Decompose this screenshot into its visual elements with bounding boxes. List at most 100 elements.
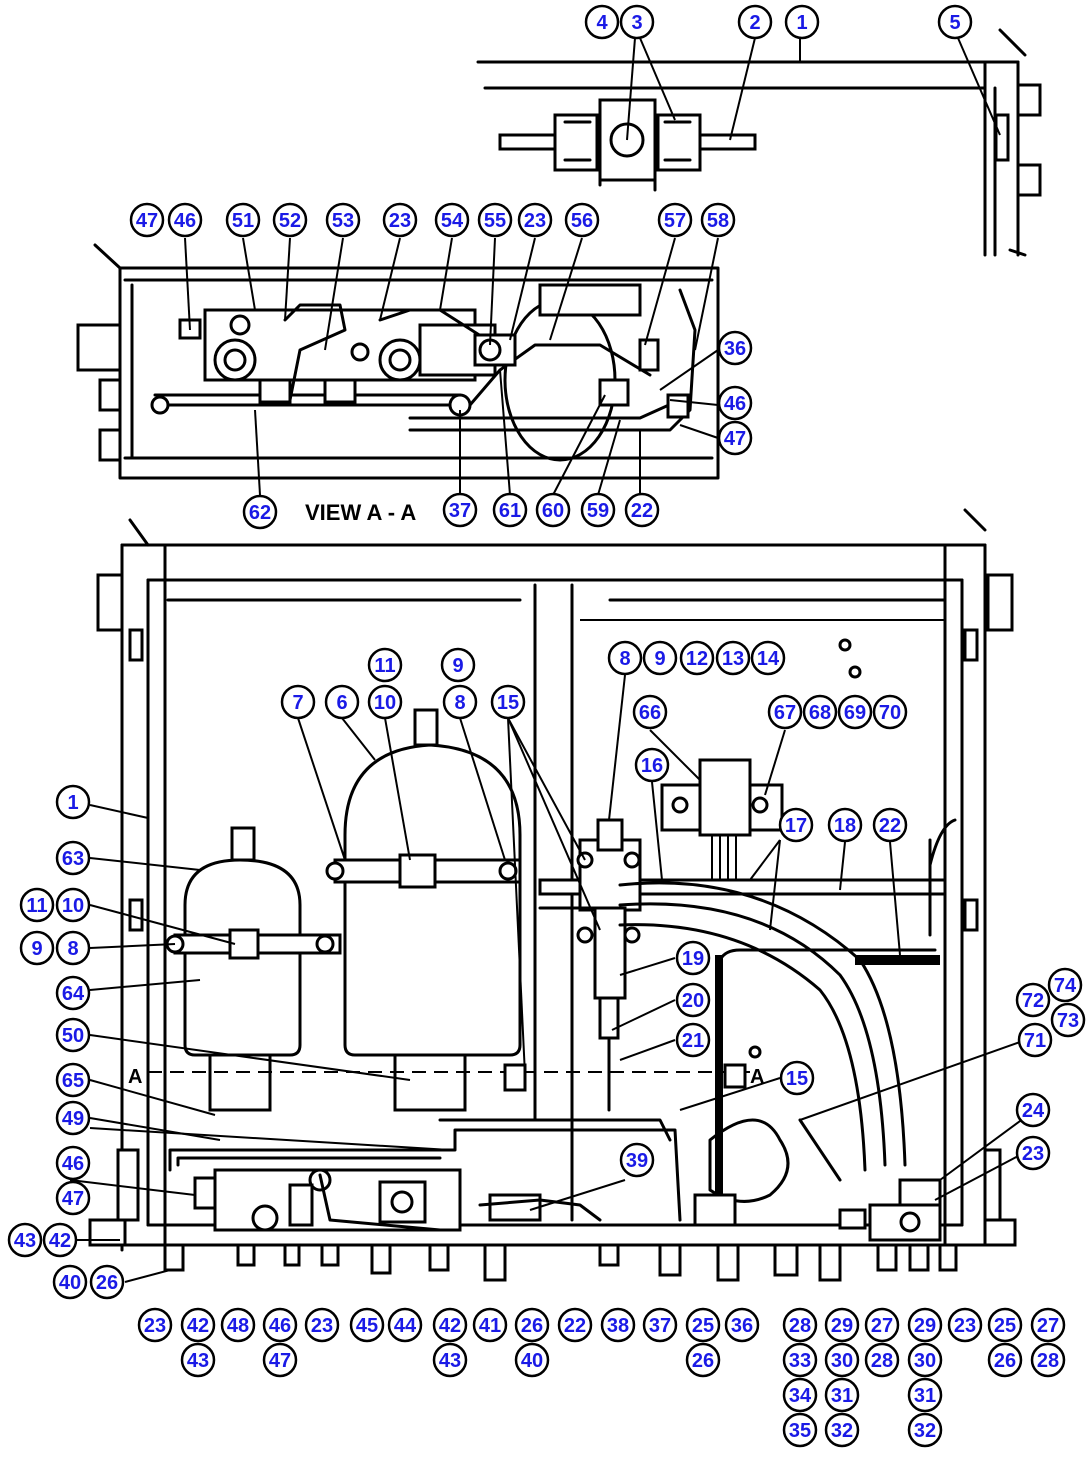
callout-balloon: [632, 694, 668, 730]
callout-number: 44: [394, 1315, 417, 1337]
callout-number: 48: [227, 1315, 249, 1337]
callout-number: 31: [831, 1385, 853, 1407]
callout-number: 47: [62, 1188, 84, 1210]
callout-balloon: [782, 1342, 818, 1378]
callout-number: 37: [649, 1315, 671, 1337]
callout-number: 18: [834, 815, 856, 837]
callout-balloon: [349, 1307, 385, 1343]
callout-balloon: [642, 640, 678, 676]
callout-23: 23: [1015, 1135, 1051, 1171]
callout-balloon: [837, 694, 873, 730]
callout-number: 22: [879, 815, 901, 837]
callout-62: 62: [242, 494, 278, 530]
callout-number: 22: [564, 1315, 586, 1337]
callout-balloon: [1030, 1307, 1066, 1343]
callout-number: 6: [336, 692, 347, 714]
callout-number: 50: [62, 1025, 84, 1047]
callout-7: 7: [280, 684, 316, 720]
callout-47: 47: [717, 420, 753, 456]
callout-20: 20: [675, 982, 711, 1018]
callout-balloon: [907, 1307, 943, 1343]
callout-number: 17: [785, 815, 807, 837]
callout-number: 16: [641, 755, 663, 777]
callout-number: 10: [374, 692, 396, 714]
callout-balloon: [824, 1412, 860, 1448]
callout-balloon: [737, 4, 773, 40]
callout-balloon: [55, 1145, 91, 1181]
callout-40: 40: [52, 1264, 88, 1300]
callout-21: 21: [675, 1022, 711, 1058]
callout-number: 47: [724, 428, 746, 450]
callout-70: 70: [872, 694, 908, 730]
callout-59: 59: [580, 492, 616, 528]
callout-balloon: [685, 1307, 721, 1343]
main-view: [88, 508, 1017, 1282]
callout-61: 61: [492, 492, 528, 528]
callout-number: 36: [731, 1315, 753, 1337]
callout-46: 46: [262, 1307, 298, 1343]
callout-balloon: [907, 1377, 943, 1413]
callout-58: 58: [700, 202, 736, 238]
callout-number: 64: [62, 983, 85, 1005]
callout-13: 13: [715, 640, 751, 676]
callout-22: 22: [624, 492, 660, 528]
view-label: VIEW A - A: [305, 500, 416, 525]
callout-number: 8: [619, 648, 630, 670]
callout-number: 11: [26, 895, 47, 917]
callout-balloon: [715, 640, 751, 676]
callout-56: 56: [564, 202, 600, 238]
callout-number: 26: [521, 1315, 543, 1337]
callout-30: 30: [824, 1342, 860, 1378]
callout-number: 32: [831, 1420, 853, 1442]
callout-number: 47: [136, 210, 158, 232]
callout-number: 10: [62, 895, 84, 917]
callout-balloon: [779, 1060, 815, 1096]
callout-balloon: [55, 1062, 91, 1098]
callout-number: 35: [789, 1420, 811, 1442]
callout-26: 26: [987, 1342, 1023, 1378]
callout-63: 63: [55, 840, 91, 876]
callout-34: 34: [782, 1377, 818, 1413]
callout-balloon: [642, 1307, 678, 1343]
callout-number: 43: [14, 1230, 36, 1252]
callout-balloon: [824, 1377, 860, 1413]
callout-24: 24: [1015, 1092, 1051, 1128]
callout-balloon: [700, 202, 736, 238]
callout-number: 14: [757, 648, 780, 670]
callout-balloon: [1015, 1135, 1051, 1171]
callout-number: 23: [311, 1315, 333, 1337]
callout-balloon: [634, 747, 670, 783]
callout-balloon: [580, 492, 616, 528]
callout-35: 35: [782, 1412, 818, 1448]
callout-number: 46: [62, 1153, 84, 1175]
callout-number: 8: [67, 938, 78, 960]
callout-23: 23: [517, 202, 553, 238]
callout-number: 58: [707, 210, 729, 232]
callout-50: 50: [55, 1017, 91, 1053]
callout-9: 9: [440, 647, 476, 683]
callout-68: 68: [802, 694, 838, 730]
callout-71: 71: [1017, 1022, 1053, 1058]
leader-lines: [69, 37, 1036, 1283]
callout-number: 42: [439, 1315, 461, 1337]
callout-number: 25: [692, 1315, 714, 1337]
callout-balloon: [55, 887, 91, 923]
callout-39: 39: [619, 1142, 655, 1178]
callout-30: 30: [907, 1342, 943, 1378]
callout-number: 67: [774, 702, 796, 724]
callout-balloon: [490, 684, 526, 720]
callout-number: 1: [796, 12, 807, 34]
callout-balloon: [584, 4, 620, 40]
callout-balloon: [802, 694, 838, 730]
callout-41: 41: [472, 1307, 508, 1343]
callout-47: 47: [129, 202, 165, 238]
callout-number: 24: [1022, 1100, 1045, 1122]
callout-number: 21: [682, 1030, 704, 1052]
callout-15: 15: [779, 1060, 815, 1096]
callout-14: 14: [750, 640, 786, 676]
callout-number: 23: [524, 210, 546, 232]
callout-balloon: [367, 647, 403, 683]
callout-29: 29: [824, 1307, 860, 1343]
callout-balloon: [987, 1307, 1023, 1343]
callout-number: 42: [49, 1230, 71, 1252]
